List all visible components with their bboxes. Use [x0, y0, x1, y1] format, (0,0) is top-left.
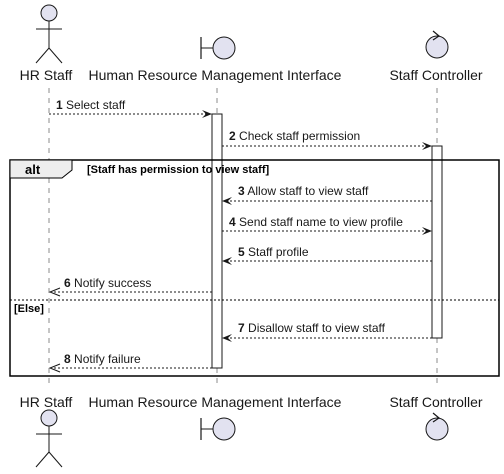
svg-text:3 Allow staff to view staff: 3 Allow staff to view staff [238, 184, 369, 198]
message-4: 4 Send staff name to view profile [222, 215, 432, 235]
participant-label-controller-top: Staff Controller [389, 67, 482, 83]
participant-label-hr-staff-top: HR Staff [20, 67, 73, 83]
svg-text:8 Notify failure: 8 Notify failure [64, 352, 141, 366]
participant-label-hr-staff-bottom: HR Staff [20, 394, 73, 410]
actor-icon [35, 409, 63, 468]
svg-text:6 Notify success: 6 Notify success [64, 276, 151, 290]
alt-fragment-frame [9, 159, 500, 377]
svg-text:2 Check staff permission: 2 Check staff permission [229, 129, 360, 143]
boundary-icon [200, 417, 236, 441]
message-7: 7 Disallow staff to view staff [222, 321, 432, 342]
svg-text:4 Send staff name to view prof: 4 Send staff name to view profile [229, 215, 403, 229]
else-guard-condition: [Else] [14, 303, 44, 315]
svg-text:5 Staff profile: 5 Staff profile [238, 245, 309, 259]
control-icon [425, 412, 449, 441]
message-3: 3 Allow staff to view staff [222, 184, 432, 205]
alt-fragment-tag-box [9, 159, 73, 179]
participant-label-interface-bottom: Human Resource Management Interface [89, 394, 342, 410]
message-8: 8 Notify failure [48, 352, 212, 373]
control-icon [425, 30, 449, 59]
message-2: 2 Check staff permission [222, 129, 432, 150]
message-5: 5 Staff profile [222, 245, 432, 265]
svg-text:7 Disallow staff to view staff: 7 Disallow staff to view staff [238, 321, 386, 335]
alt-guard-condition: [Staff has permission to view staff] [87, 164, 269, 176]
participant-label-interface-top: Human Resource Management Interface [89, 67, 342, 83]
activation-bar-controller [431, 145, 443, 339]
svg-text:1 Select staff: 1 Select staff [56, 98, 126, 112]
activation-bar-interface [211, 113, 223, 369]
alt-fragment-tag: alt [25, 162, 41, 177]
participant-label-controller-bottom: Staff Controller [389, 394, 482, 410]
message-1: 1 Select staff [49, 98, 212, 118]
message-6: 6 Notify success [48, 276, 212, 297]
boundary-icon [200, 36, 236, 60]
actor-icon [35, 4, 63, 64]
